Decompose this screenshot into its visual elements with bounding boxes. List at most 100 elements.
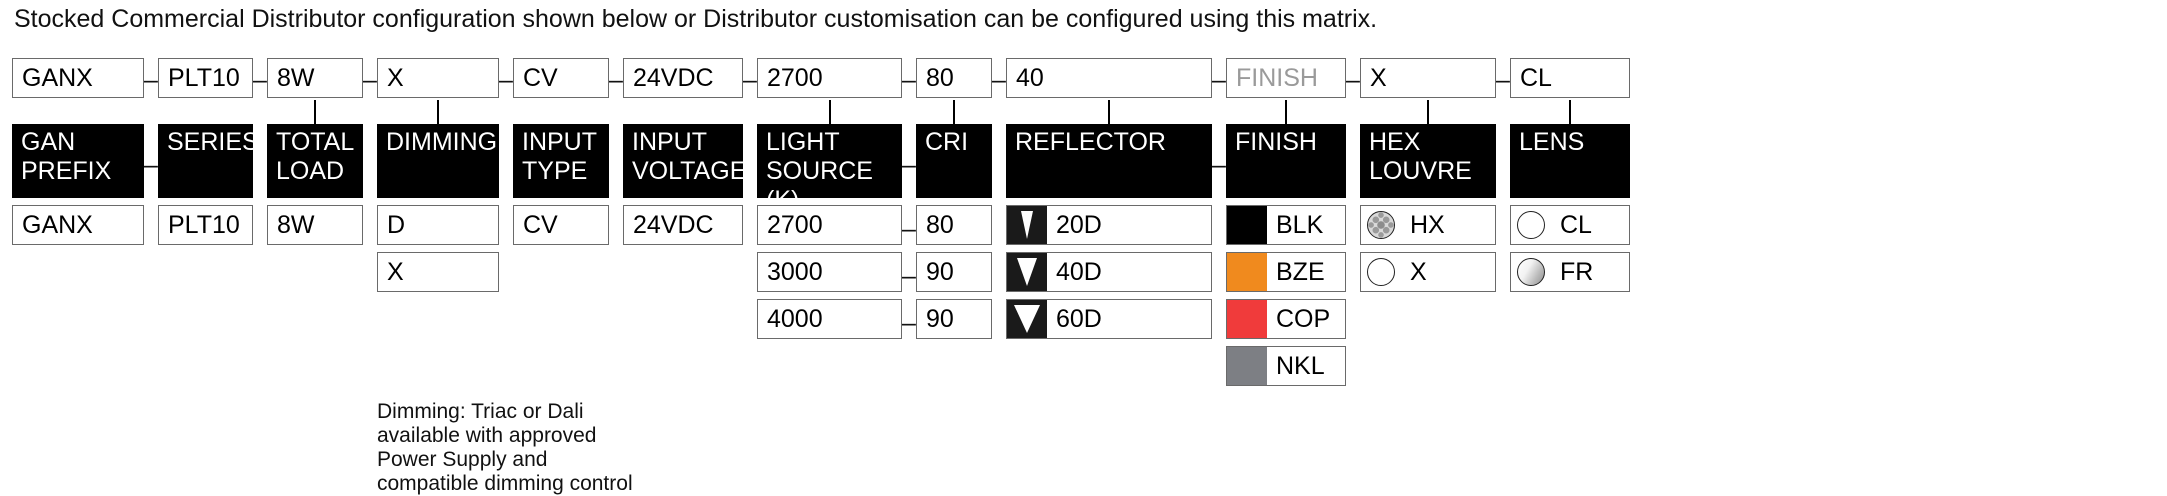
separator-column: –––––– <box>1212 58 1226 390</box>
option-separator-dash: – <box>1496 209 1510 249</box>
option-empty <box>158 252 253 292</box>
option-reflector-20d[interactable]: 20D <box>1006 205 1212 245</box>
connector-line-dimming <box>377 98 499 124</box>
option-separator-dash: – <box>743 256 757 296</box>
column-finish: FINISH FINISH BLK BZE COP NKL <box>1226 58 1346 386</box>
frosted-lens-icon <box>1511 253 1551 291</box>
option-empty <box>1510 346 1630 386</box>
code-box-input_voltage[interactable]: 24VDC <box>623 58 743 98</box>
connector-spacer <box>1496 102 1510 128</box>
option-separator-dash: – <box>499 350 513 390</box>
option-reflector-40d[interactable]: 40D <box>1006 252 1212 292</box>
option-separator-dash: – <box>144 303 158 343</box>
option-total_load-8w[interactable]: 8W <box>267 205 363 245</box>
option-finish-nkl[interactable]: NKL <box>1226 346 1346 386</box>
header-separator-dash: – <box>144 151 158 179</box>
option-reflector-60d[interactable]: 60D <box>1006 299 1212 339</box>
connector-line-hex_louvre <box>1360 98 1496 124</box>
option-light_source-4000[interactable]: 4000 <box>757 299 902 339</box>
code-separator-dash: – <box>253 66 267 94</box>
option-empty <box>513 346 609 386</box>
finish-swatch-icon <box>1227 206 1267 244</box>
option-separator-dash: – <box>253 256 267 296</box>
option-empty <box>623 252 743 292</box>
code-separator-dash: – <box>609 66 623 94</box>
option-separator-dash: – <box>363 350 377 390</box>
column-gan_prefix: GANX GAN PREFIX GANX <box>12 58 144 386</box>
separator-column: –––––– <box>1346 58 1360 390</box>
option-input_voltage-24vdc[interactable]: 24VDC <box>623 205 743 245</box>
header-separator-dash: – <box>253 128 267 202</box>
code-box-finish[interactable]: FINISH <box>1226 58 1346 98</box>
option-hex_louvre-hx[interactable]: HX <box>1360 205 1496 245</box>
header-finish: FINISH <box>1226 124 1346 198</box>
option-input_type-cv[interactable]: CV <box>513 205 609 245</box>
code-box-gan_prefix[interactable]: GANX <box>12 58 144 98</box>
option-cri-80[interactable]: 80 <box>916 205 992 245</box>
code-box-input_type[interactable]: CV <box>513 58 609 98</box>
code-separator-dash: – <box>1212 66 1226 94</box>
connector-line-light_source <box>757 98 902 124</box>
connector-spacer <box>499 102 513 128</box>
option-dimming-d[interactable]: D <box>377 205 499 245</box>
column-lens: CL LENS CL FR <box>1510 58 1630 386</box>
connector-spacer <box>363 102 377 128</box>
code-box-light_source[interactable]: 2700 <box>757 58 902 98</box>
option-separator-dash: – <box>1496 256 1510 296</box>
option-series-plt10[interactable]: PLT10 <box>158 205 253 245</box>
option-label: BZE <box>1276 257 1325 286</box>
clear-disc-glyph <box>1517 211 1545 239</box>
option-empty <box>916 346 992 386</box>
option-separator-dash: – <box>1346 303 1360 343</box>
option-separator-dash: – <box>1212 350 1226 390</box>
option-light_source-3000[interactable]: 3000 <box>757 252 902 292</box>
option-separator-dash: – <box>1212 256 1226 296</box>
option-light_source-2700[interactable]: 2700 <box>757 205 902 245</box>
header-total_load: TOTAL LOAD <box>267 124 363 198</box>
code-box-dimming[interactable]: X <box>377 58 499 98</box>
option-finish-bze[interactable]: BZE <box>1226 252 1346 292</box>
connector-line-reflector <box>1006 98 1212 124</box>
option-separator-dash: – <box>1212 209 1226 249</box>
code-box-cri[interactable]: 80 <box>916 58 992 98</box>
connector-line-input_voltage <box>623 98 743 124</box>
option-label: HX <box>1410 210 1445 239</box>
code-box-lens[interactable]: CL <box>1510 58 1630 98</box>
connector-line-finish <box>1226 98 1346 124</box>
option-separator-dash: – <box>253 303 267 343</box>
separator-column: –––––– <box>144 58 158 390</box>
option-label: 40D <box>1056 257 1102 286</box>
separator-column: –––––– <box>363 58 377 390</box>
option-lens-cl[interactable]: CL <box>1510 205 1630 245</box>
column-total_load: 8W TOTAL LOAD 8W <box>267 58 363 386</box>
code-box-hex_louvre[interactable]: X <box>1360 58 1496 98</box>
option-gan_prefix-ganx[interactable]: GANX <box>12 205 144 245</box>
frost-disc-glyph <box>1517 258 1545 286</box>
option-separator-dash: – <box>144 350 158 390</box>
option-lens-fr[interactable]: FR <box>1510 252 1630 292</box>
header-separator-dash: – <box>1212 151 1226 179</box>
option-finish-cop[interactable]: COP <box>1226 299 1346 339</box>
beam-angle-icon <box>1007 253 1047 291</box>
option-empty <box>377 346 499 386</box>
option-separator-dash: – <box>499 256 513 296</box>
option-separator-dash: – <box>609 350 623 390</box>
option-cri-90[interactable]: 90 <box>916 252 992 292</box>
option-label: COP <box>1276 304 1331 333</box>
code-box-series[interactable]: PLT10 <box>158 58 253 98</box>
code-box-reflector[interactable]: 40 <box>1006 58 1212 98</box>
option-empty <box>267 252 363 292</box>
option-hex_louvre-x[interactable]: X <box>1360 252 1496 292</box>
code-box-total_load[interactable]: 8W <box>267 58 363 98</box>
header-lens: LENS <box>1510 124 1630 198</box>
option-label: BLK <box>1276 210 1324 239</box>
option-finish-blk[interactable]: BLK <box>1226 205 1346 245</box>
option-separator-dash: – <box>992 209 1006 249</box>
connector-spacer <box>144 102 158 128</box>
option-cri-90[interactable]: 90 <box>916 299 992 339</box>
option-dimming-x[interactable]: X <box>377 252 499 292</box>
separator-column: –––––– <box>609 58 623 390</box>
code-separator-dash: – <box>363 66 377 94</box>
header-gan_prefix: GAN PREFIX <box>12 124 144 198</box>
